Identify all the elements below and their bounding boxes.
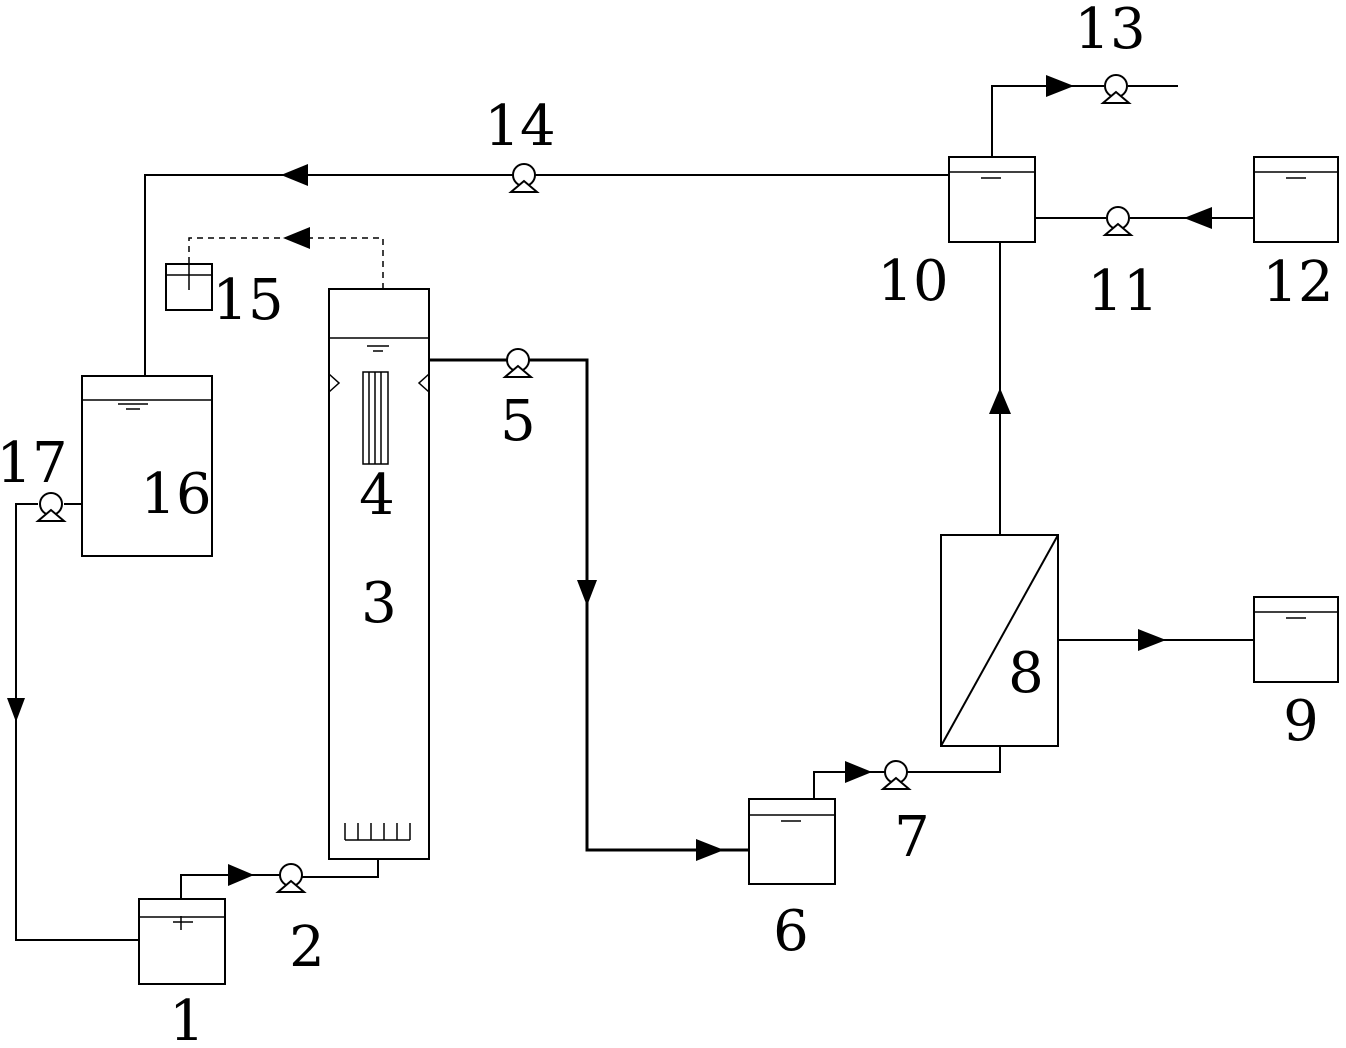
label-1: 1 — [169, 989, 205, 1048]
reactor-3-body — [328, 288, 430, 860]
pump-17 — [37, 492, 65, 522]
label-12: 12 — [1262, 250, 1333, 315]
arrow-to-pump-7 — [845, 761, 872, 783]
label-14: 14 — [484, 94, 555, 159]
arrow-down-left — [7, 698, 25, 722]
pump-2 — [277, 863, 305, 893]
line-10-to-13 — [991, 85, 1104, 157]
collector-15 — [165, 263, 213, 311]
label-13: 13 — [1074, 0, 1145, 62]
arrow-to-9 — [1138, 629, 1166, 651]
arrow-down-to-6 — [577, 580, 597, 606]
label-9: 9 — [1283, 689, 1319, 754]
label-3: 3 — [361, 571, 397, 636]
membrane-module-4 — [362, 371, 389, 465]
line-14-to-16 — [144, 174, 513, 418]
label-6: 6 — [773, 899, 809, 964]
arrow-to-16 — [281, 164, 308, 186]
pump-13 — [1102, 74, 1130, 104]
tank-6 — [748, 798, 836, 885]
pump-7 — [882, 760, 910, 790]
tank-10 — [948, 156, 1036, 243]
line-5-to-6 — [529, 358, 750, 852]
reactor-3 — [328, 288, 430, 860]
label-8: 8 — [1008, 641, 1044, 706]
line-7-to-8 — [907, 746, 1001, 773]
arrow-from-12 — [1184, 207, 1212, 229]
label-17: 17 — [0, 431, 68, 496]
arrow-to-pump-2 — [228, 864, 254, 886]
reactor-3-baffle-right — [417, 373, 430, 393]
separation-unit-8 — [940, 534, 1059, 747]
label-5: 5 — [500, 389, 536, 454]
tank-12 — [1253, 156, 1339, 243]
pump-11 — [1104, 206, 1132, 236]
label-4: 4 — [359, 463, 395, 528]
flow-arrows — [7, 75, 1212, 886]
tank-16 — [81, 375, 213, 557]
label-15: 15 — [212, 268, 283, 333]
tank-9 — [1253, 596, 1339, 683]
label-11: 11 — [1087, 259, 1158, 324]
diffuser — [344, 823, 411, 841]
label-16: 16 — [140, 462, 211, 527]
pump-14 — [510, 163, 538, 193]
label-2: 2 — [289, 915, 325, 980]
arrow-to-pump-13 — [1046, 75, 1074, 97]
arrow-to-15-dashed — [283, 227, 310, 249]
label-10: 10 — [877, 249, 948, 314]
tank-1 — [138, 898, 226, 985]
pump-5 — [504, 348, 532, 378]
label-7: 7 — [894, 805, 930, 870]
line-17-to-1 — [15, 503, 151, 941]
arrow-up-to-10 — [989, 388, 1011, 414]
reactor-3-baffle-left — [328, 373, 341, 393]
arrow-into-6 — [696, 839, 724, 861]
